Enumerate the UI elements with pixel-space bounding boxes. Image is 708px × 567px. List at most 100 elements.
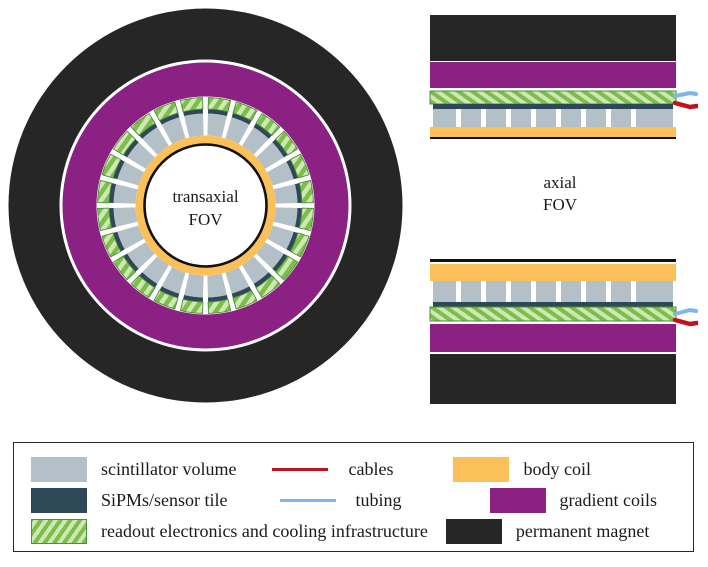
axial-fov-label: axial FOV: [470, 172, 650, 216]
readout-segment: [232, 289, 258, 310]
sipm-segment: [231, 286, 252, 299]
axial-bottom-fov-boundary: [430, 259, 676, 262]
sipm-segment: [123, 253, 139, 272]
axial-cross-section-bottom: [428, 258, 698, 406]
readout-segment: [232, 101, 258, 122]
legend-swatch-body-coil: [453, 457, 510, 482]
legend-label-body-coil: body coil: [523, 459, 591, 479]
readout-segment: [289, 153, 310, 179]
scintillator-segment: [207, 273, 227, 298]
axial-cross-section-top: [428, 14, 698, 139]
axial-bottom-sipm-strip: [433, 302, 673, 307]
axial-top-tubing: [673, 90, 698, 98]
scintillator-segment: [117, 225, 144, 250]
readout-segment: [289, 232, 310, 258]
transaxial-fov: [143, 143, 268, 268]
readout-segment: [298, 179, 314, 204]
scintillator-segment: [267, 225, 294, 250]
readout-segment: [130, 274, 156, 299]
legend-label-sipm: SiPMs/sensor tile: [101, 490, 228, 510]
scintillator-segment: [113, 184, 138, 204]
axial-fov-label-line1: axial: [543, 173, 577, 192]
readout-segment: [101, 153, 122, 179]
readout-segment: [179, 298, 204, 314]
legend-swatch-tubing: [279, 499, 336, 502]
sipm-segment: [112, 159, 125, 180]
sipm-segment: [139, 123, 158, 139]
axial-top-sipm-strip: [433, 104, 673, 109]
scintillator-segment: [127, 242, 155, 269]
scintillator-segment: [256, 142, 284, 169]
sipm-segment: [139, 272, 158, 288]
legend-swatch-gradient-coils: [489, 488, 546, 513]
readout-segment: [255, 112, 281, 137]
readout-segment: [101, 232, 122, 258]
legend-label-gradient-coils: gradient coils: [559, 490, 658, 510]
scintillator-segment: [242, 256, 269, 284]
scintillator-segment: [142, 127, 169, 155]
scintillator-segment: [184, 273, 204, 298]
axial-bottom-scintillator-gaps: [456, 281, 636, 302]
readout-segment: [112, 130, 137, 156]
axial-bottom-readout: [429, 306, 677, 322]
sipm-segment: [286, 231, 299, 252]
legend-row-3: readout electronics and cooling infrastr…: [31, 516, 693, 547]
axial-bottom-body-coil: [430, 264, 676, 281]
sipm-segment: [159, 286, 180, 299]
legend-row-1: scintillator volume cables body coil: [31, 454, 693, 485]
legend-swatch-permanent-magnet: [445, 519, 502, 544]
readout-segment: [130, 112, 156, 137]
scintillator-segment: [256, 242, 284, 269]
axial-bottom-scintillator-blocks: [433, 281, 673, 302]
legend-label-scintillator: scintillator volume: [101, 459, 237, 479]
axial-bottom-tubing: [673, 307, 698, 316]
scintillator-segment: [184, 113, 204, 138]
axial-bottom-cables: [672, 317, 698, 327]
axial-top-body-coil: [430, 127, 676, 137]
readout-segment: [112, 255, 137, 281]
axial-bottom-gradient-coils: [430, 324, 676, 352]
legend-label-tubing: tubing: [355, 490, 402, 510]
sipm-segment: [253, 123, 272, 139]
scintillator-segment: [142, 256, 169, 284]
scintillator-segment: [273, 207, 298, 227]
scintillator-segment: [225, 267, 250, 294]
scintillator-segment: [117, 161, 144, 186]
legend-swatch-readout: [31, 519, 87, 544]
scintillator-segment: [207, 113, 227, 138]
readout-segment: [298, 207, 314, 232]
legend-swatch-scintillator: [31, 457, 87, 482]
readout-segment: [153, 289, 179, 310]
transaxial-fov-label-line1: transaxial: [172, 187, 238, 206]
sipm-segment: [253, 272, 272, 288]
readout-segment: [207, 298, 232, 314]
axial-fov-label-line2: FOV: [542, 194, 577, 214]
axial-bottom-permanent-magnet: [430, 354, 676, 404]
legend-label-cables: cables: [348, 459, 394, 479]
scintillator-segment: [161, 117, 186, 144]
readout-segment: [153, 101, 179, 122]
transaxial-detector-modules: [97, 97, 314, 314]
sipm-segment: [159, 112, 180, 125]
legend-label-readout: readout electronics and cooling infrastr…: [101, 521, 428, 541]
legend-swatch-cables: [272, 468, 329, 471]
scintillator-segment: [113, 207, 138, 227]
transaxial-cross-section: transaxial FOV: [8, 8, 403, 403]
readout-segment: [179, 97, 204, 113]
axial-top-permanent-magnet: [430, 15, 676, 61]
readout-segment: [255, 274, 281, 299]
sipm-segment: [286, 159, 299, 180]
axial-top-scintillator-gaps: [456, 109, 636, 127]
legend: scintillator volume cables body coil SiP…: [13, 442, 694, 552]
sipm-segment: [272, 139, 288, 158]
readout-segment: [274, 130, 299, 156]
sipm-segment: [231, 112, 252, 125]
scintillator-segment: [127, 142, 155, 169]
scintillator-segment: [267, 161, 294, 186]
scintillator-segment: [225, 117, 250, 144]
scintillator-segment: [161, 267, 186, 294]
sipm-segment: [112, 231, 125, 252]
sipm-segment: [272, 253, 288, 272]
scintillator-segment: [273, 184, 298, 204]
